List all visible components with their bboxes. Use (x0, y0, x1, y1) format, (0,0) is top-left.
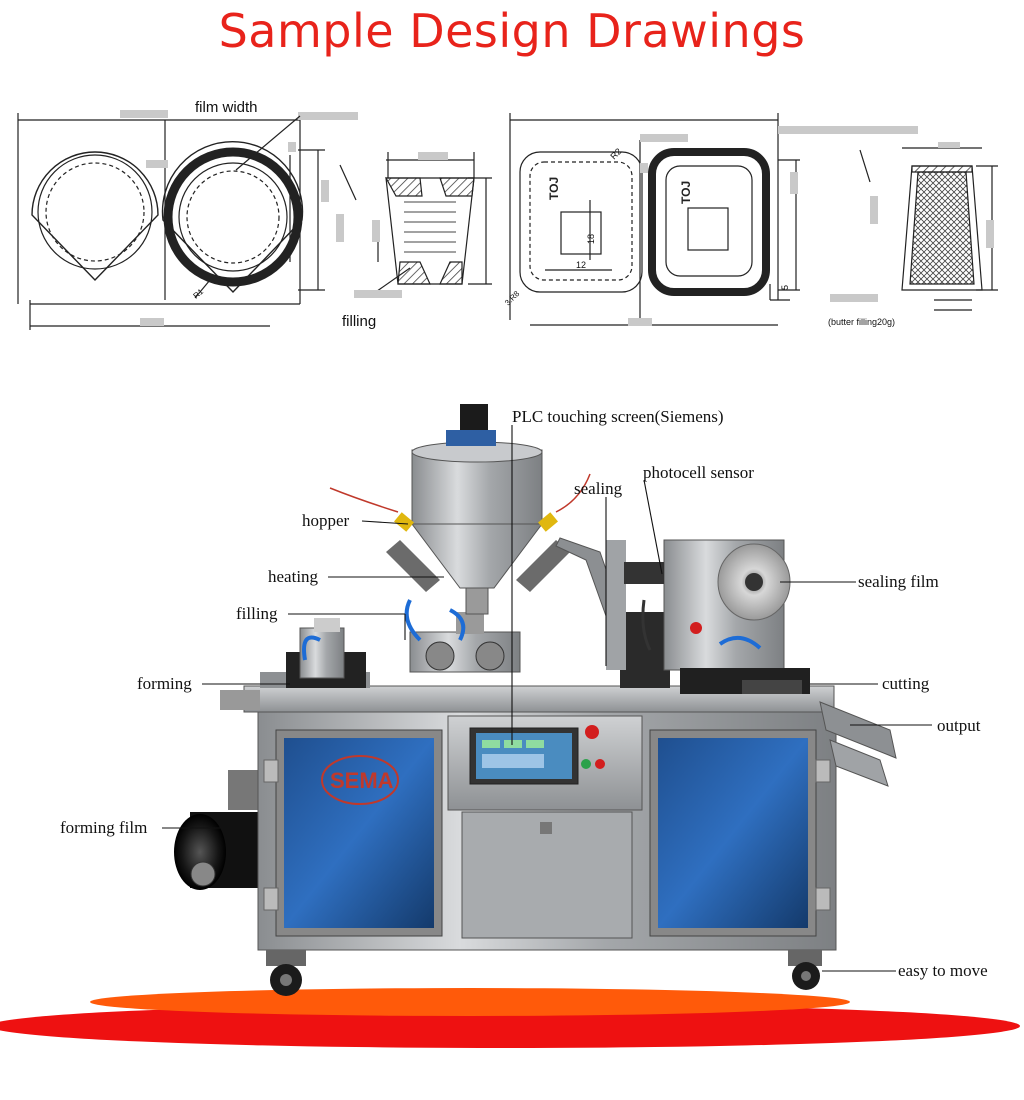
dim-r38: 3.R8 (503, 289, 522, 308)
base-platform-red (0, 1004, 1020, 1048)
tray-logo-left: TOJ (547, 177, 561, 200)
brand-logo: SEMA (330, 768, 394, 793)
filling-drawing-label: filling (342, 313, 376, 330)
dim-18: 18 (586, 234, 596, 244)
label-hopper: hopper (302, 511, 350, 530)
label-output: output (937, 716, 981, 735)
blister-machine: SEMA (174, 404, 897, 996)
callout-lines (162, 425, 932, 972)
label-easy-to-move: easy to move (898, 961, 988, 980)
dim-5: 5 (780, 285, 790, 290)
label-sealing: sealing (574, 479, 623, 498)
dim-12: 12 (576, 260, 586, 270)
label-sealing-film: sealing film (858, 572, 939, 591)
film-width-label: film width (195, 99, 258, 116)
drawing-rect-tray (509, 113, 998, 326)
page-title: Sample Design Drawings (218, 4, 806, 58)
butter-filling-label: (butter filling20g) (828, 317, 895, 327)
label-cutting: cutting (882, 674, 930, 693)
label-photocell-sensor: photocell sensor (643, 463, 754, 482)
label-forming: forming (137, 674, 192, 693)
label-plc-screen: PLC touching screen(Siemens) (512, 407, 724, 426)
drawing-round-cup (17, 110, 492, 330)
tray-logo-right: TOJ (679, 181, 693, 204)
base-platform-orange (90, 988, 850, 1016)
dim-r2: R2 (608, 146, 623, 161)
label-heating: heating (268, 567, 319, 586)
label-forming-film: forming film (60, 818, 147, 837)
label-filling: filling (236, 604, 278, 623)
